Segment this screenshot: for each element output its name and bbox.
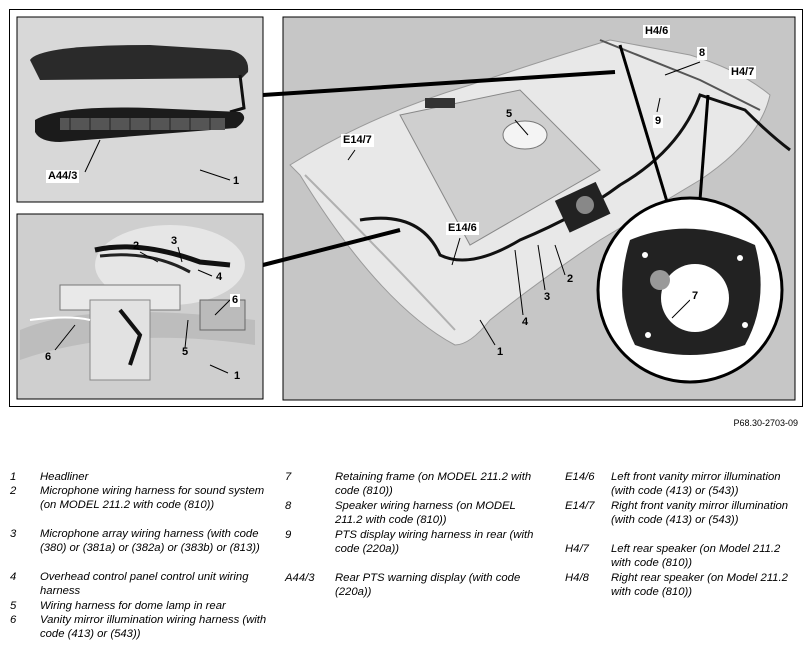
callout-5-mid: 5 <box>182 346 189 358</box>
illustration <box>16 16 796 401</box>
callout-1-mid: 1 <box>234 370 241 382</box>
callout-2-right: 2 <box>567 273 574 285</box>
figure-id: P68.30-2703-09 <box>733 418 798 428</box>
magnifier-line-mid <box>262 228 401 267</box>
callout-4-right: 4 <box>522 316 529 328</box>
callout-4-mid: 4 <box>216 271 223 283</box>
callout-2-mid: 2 <box>133 240 140 252</box>
callout-6-right: 6 <box>230 294 241 307</box>
callout-a44-3: A44/3 <box>46 170 80 183</box>
callout-9: 9 <box>653 115 664 128</box>
magnifier-line-top <box>262 70 616 97</box>
callout-6-left: 6 <box>45 351 52 363</box>
callout-1-top: 1 <box>233 175 240 187</box>
callout-h4-7: H4/7 <box>729 66 757 79</box>
callout-e14-7: E14/7 <box>341 134 374 147</box>
magnifier-line-h46 <box>618 44 670 206</box>
callout-3-right: 3 <box>544 291 551 303</box>
magnifier-line-h47 <box>698 94 710 201</box>
callout-1-right: 1 <box>497 346 504 358</box>
photo-headliner-front <box>16 213 264 400</box>
callout-8: 8 <box>697 47 708 60</box>
callout-e14-6: E14/6 <box>446 222 479 235</box>
callout-3-mid: 3 <box>171 235 178 247</box>
callout-7: 7 <box>690 290 701 303</box>
callout-h4-6: H4/6 <box>643 25 671 38</box>
callout-5-right: 5 <box>506 108 513 120</box>
